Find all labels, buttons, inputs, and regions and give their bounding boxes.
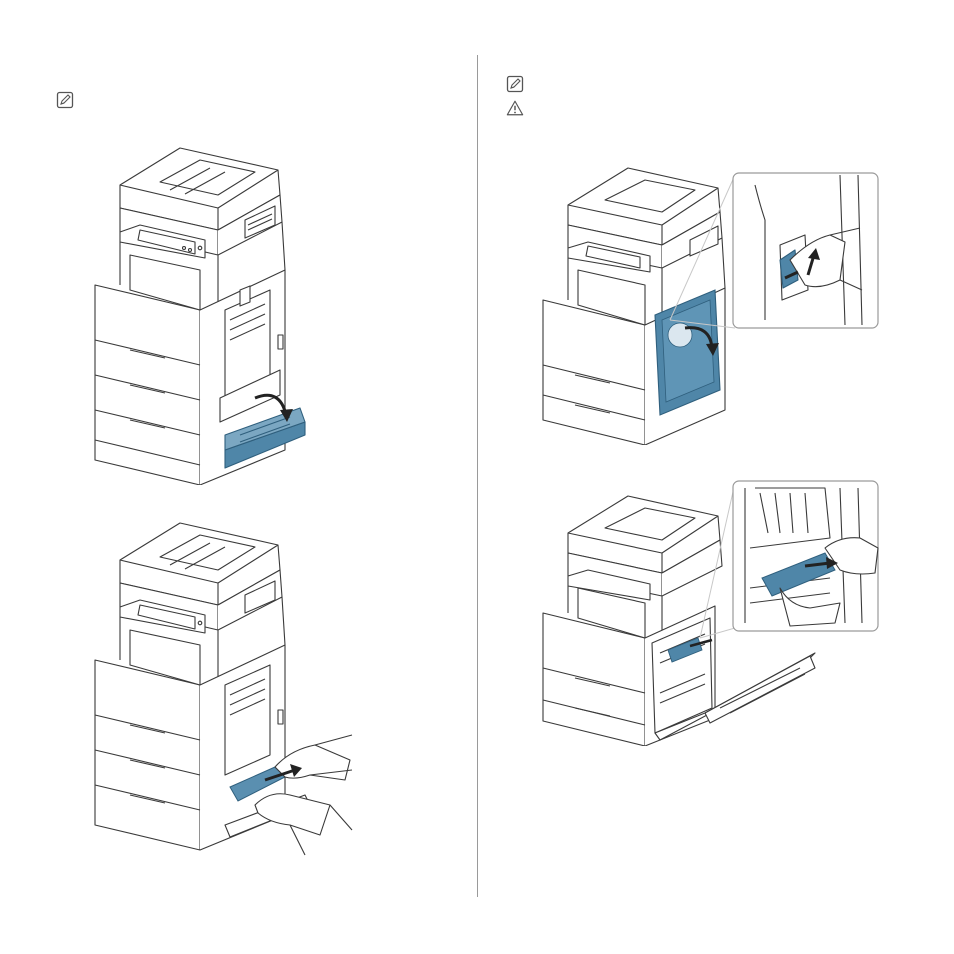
note-icon — [506, 75, 524, 93]
printer-remove-paper-from-fuser-area-inset — [540, 478, 885, 746]
column-divider — [477, 55, 478, 897]
printer-open-bypass-tray — [90, 130, 315, 485]
caution-icon — [506, 99, 524, 117]
printer-open-side-cover-with-lever-inset — [540, 150, 880, 445]
note-icon — [56, 91, 74, 109]
printer-remove-jammed-paper-bypass — [90, 505, 355, 860]
